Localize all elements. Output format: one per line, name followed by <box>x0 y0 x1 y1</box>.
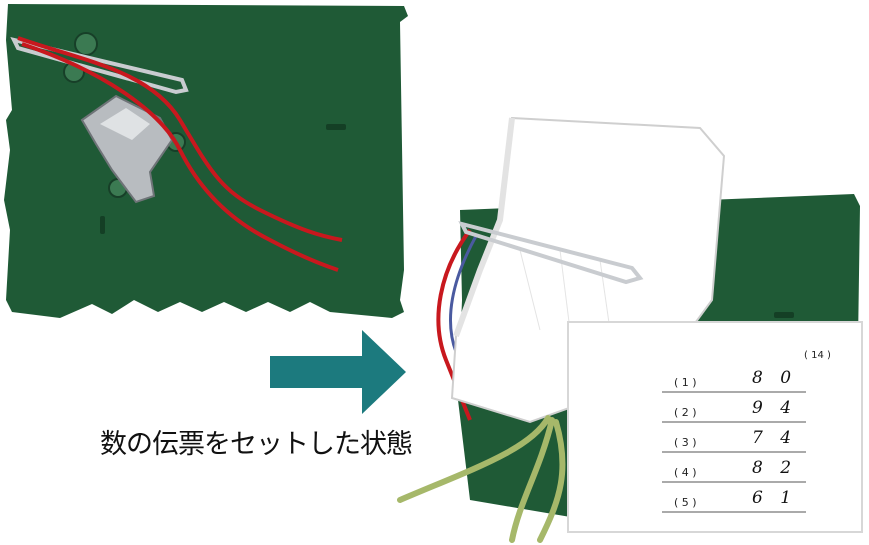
metal-clip-shine <box>100 108 150 140</box>
paper-fastener <box>10 37 189 95</box>
red-cord <box>17 36 343 242</box>
board-slot <box>100 216 105 234</box>
slip-row-value: 9 4 <box>752 398 798 418</box>
slip-id: ( 14 ) <box>804 350 831 361</box>
number-slip <box>567 321 863 533</box>
paper-fastener <box>458 220 644 285</box>
slip-row-number: ( 4 ) <box>674 466 697 479</box>
slip-row-number: ( 2 ) <box>674 406 697 419</box>
board-rivet <box>74 32 98 56</box>
slip-row-value: 6 1 <box>752 488 798 508</box>
blue-cord <box>449 235 478 353</box>
board-slot <box>774 312 794 318</box>
slip-row-number: ( 3 ) <box>674 436 697 449</box>
set-board-photo <box>397 116 863 543</box>
slip-row-value: 7 4 <box>752 428 798 448</box>
faint-line <box>599 259 611 331</box>
board-slot <box>326 124 346 130</box>
caption: 数の伝票をセットした状態 <box>100 429 413 460</box>
empty-board-photo <box>4 4 408 318</box>
slip-row-number: ( 5 ) <box>674 496 697 509</box>
slip-row-number: ( 1 ) <box>674 376 697 389</box>
slip-row-value: 8 2 <box>752 458 798 478</box>
faint-line <box>519 249 541 331</box>
green-thread <box>397 415 566 543</box>
red-cord <box>21 42 339 272</box>
slip-row-value: 8 0 <box>752 368 798 388</box>
right-arrow <box>270 330 406 414</box>
slip-stack-edge <box>453 117 515 338</box>
